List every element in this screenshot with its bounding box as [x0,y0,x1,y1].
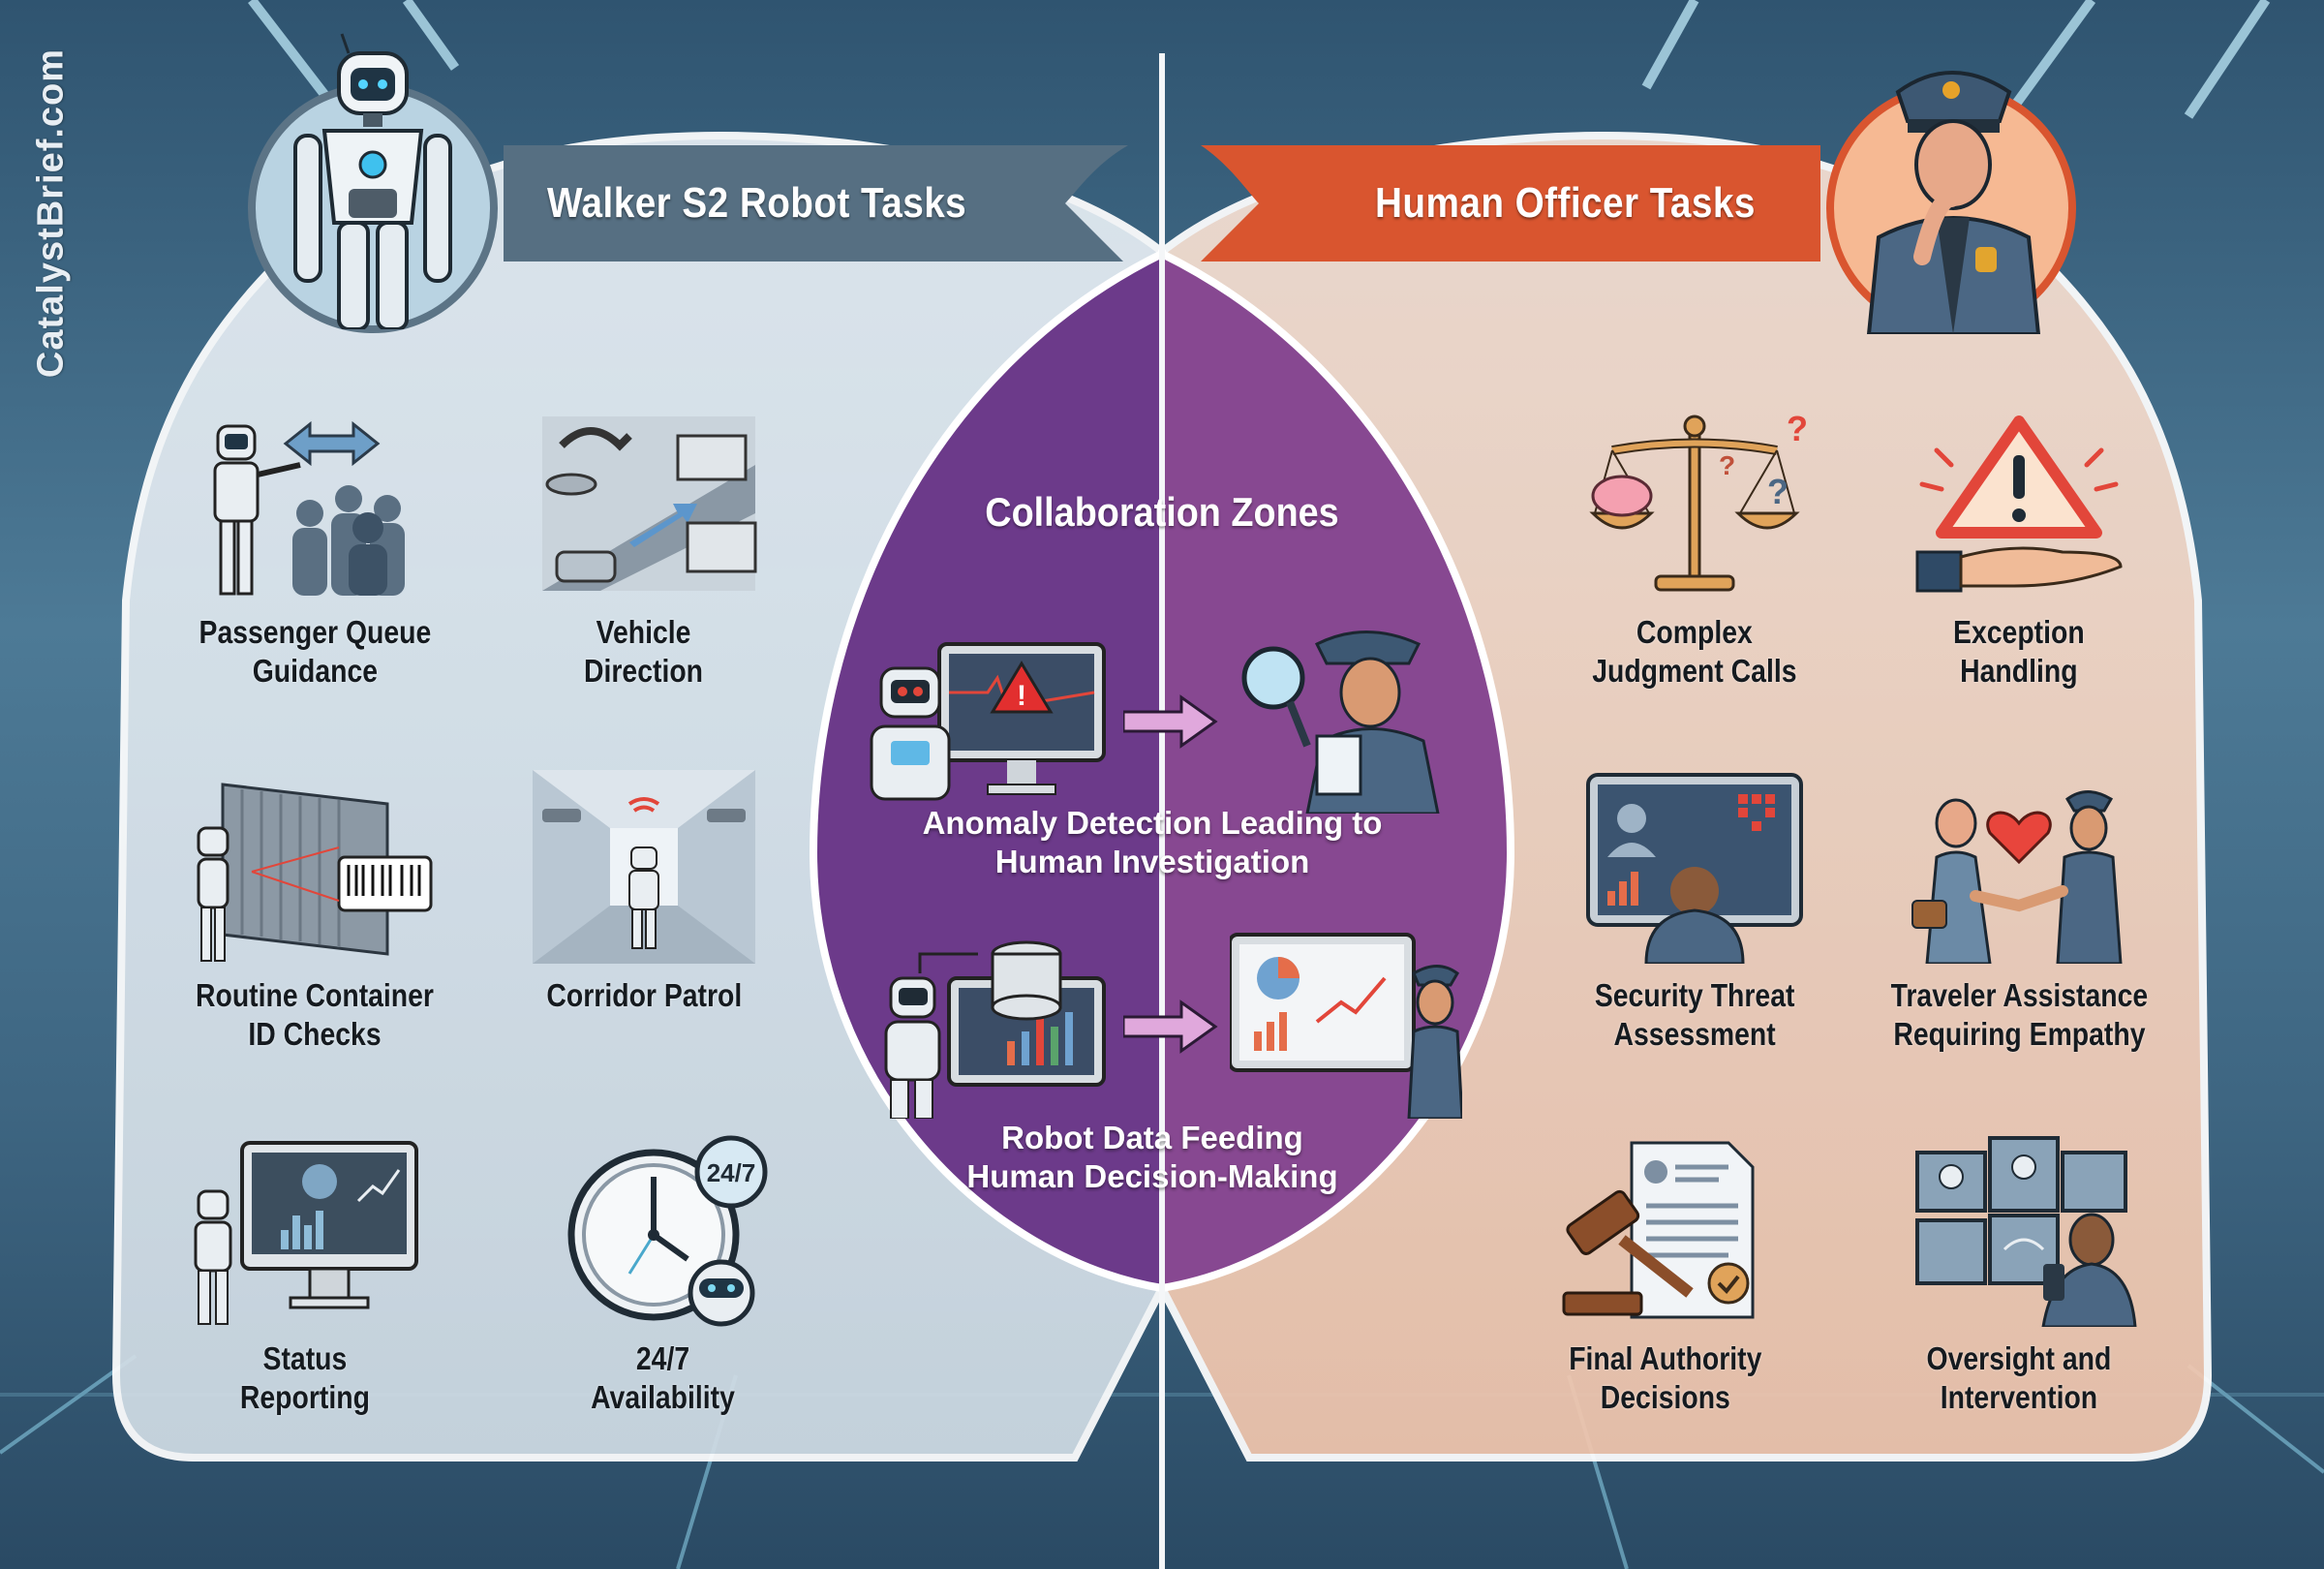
watermark: CatalystBrief.com [8,19,95,407]
task-label-line: Corridor Patrol [546,977,742,1013]
task-label-line: Status [262,1340,348,1376]
task-label-line: Intervention [1940,1379,2098,1415]
officer-avatar [1830,53,2072,334]
svg-text:?: ? [1787,409,1808,448]
task-label-line: Assessment [1613,1016,1776,1052]
robot-task-corridor-patrol: Corridor Patrol [484,770,804,1015]
container-barcode-scan-icon [197,783,433,962]
task-label-line: Traveler Assistance [1890,977,2148,1013]
collab-label-line: Human Investigation [994,844,1310,879]
task-label-line: Guidance [252,653,378,689]
scales-brain-icon: ? ? ? [1589,409,1808,592]
collaboration-title: Collaboration Zones [985,489,1339,535]
task-label-line: Passenger Queue [199,614,431,650]
task-label-line: 24/7 [636,1340,690,1376]
human-banner [1201,145,1820,262]
clock-badge-text: 24/7 [707,1158,756,1187]
collab-label-line: Anomaly Detection Leading to [922,805,1383,841]
task-label: Corridor Patrol [546,976,742,1015]
robot-database-monitor-icon [884,940,1106,1119]
task-label-line: Requiring Empathy [1892,1016,2146,1052]
vehicle-traffic-icon [542,416,757,591]
threat-monitor-icon [1586,773,1803,966]
task-label-line: Reporting [239,1379,370,1415]
task-label-line: Oversight and [1926,1340,2112,1376]
svg-text:?: ? [1767,472,1789,511]
task-label-line: Vehicle [596,614,691,650]
human-section-title: Human Officer Tasks [1375,179,1756,227]
task-label-line: Handling [1960,653,2078,689]
handshake-heart-icon [1911,790,2123,966]
collab-label-line: Human Decision-Making [966,1158,1338,1194]
task-label-line: Exception [1953,614,2085,650]
robot-avatar [257,29,489,329]
task-label-line: ID Checks [248,1016,382,1052]
officer-magnifier-icon [1241,631,1440,814]
task-label-line: Judgment Calls [1592,653,1797,689]
robot-guiding-crowd-icon [213,420,405,596]
task-label-line: Routine Container [196,977,434,1013]
task-label-line: Complex [1636,614,1753,650]
arrow-right-icon [1123,1000,1218,1054]
clock-247-icon: 24/7 [567,1135,768,1327]
robot-banner [504,145,1128,262]
police-officer-icon [1866,71,2041,334]
task-label-line: Availability [591,1379,736,1415]
collab-label-line: Robot Data Feeding [1001,1120,1303,1155]
officer-presentation-icon [1230,933,1462,1119]
dashboard-report-icon [194,1141,418,1325]
monitor-wall-icon [1915,1136,2137,1329]
watermark-text: CatalystBrief.com [30,47,72,379]
task-label-line: Final Authority [1569,1340,1762,1376]
warning-hand-icon [1915,415,2123,593]
robot-section-title: Walker S2 Robot Tasks [547,179,967,227]
arrow-right-icon [1123,694,1218,749]
gavel-document-icon [1562,1141,1755,1319]
svg-text:?: ? [1719,450,1735,480]
task-label-line: Decisions [1600,1379,1731,1415]
task-label-line: Security Threat [1594,977,1795,1013]
svg-text:!: ! [1017,680,1026,712]
corridor-patrol-icon [533,770,755,964]
robot-alert-monitor-icon: ! [870,642,1106,801]
humanoid-robot-icon [293,33,452,329]
task-label-line: Direction [584,653,704,689]
